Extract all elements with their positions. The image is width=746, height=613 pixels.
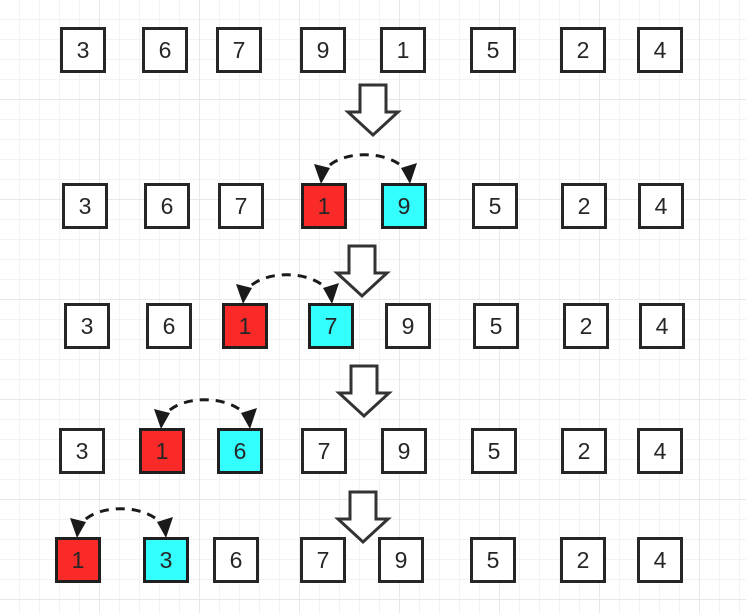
array-cell[interactable]: 4 bbox=[639, 303, 685, 349]
array-cell-active[interactable]: 1 bbox=[139, 428, 185, 474]
swap-arc-step-4 bbox=[154, 398, 257, 429]
array-cell[interactable]: 4 bbox=[638, 183, 684, 229]
swap-arc-step-2 bbox=[314, 153, 417, 184]
array-cell[interactable]: 3 bbox=[62, 183, 108, 229]
array-cell[interactable]: 4 bbox=[637, 428, 683, 474]
array-cell[interactable]: 1 bbox=[380, 27, 426, 73]
array-cell[interactable]: 5 bbox=[473, 303, 519, 349]
array-cell[interactable]: 6 bbox=[144, 183, 190, 229]
array-cell[interactable]: 5 bbox=[470, 537, 516, 583]
array-cell-active[interactable]: 1 bbox=[222, 303, 268, 349]
array-cell-active[interactable]: 1 bbox=[301, 183, 347, 229]
array-cell[interactable]: 7 bbox=[218, 183, 264, 229]
array-cell[interactable]: 2 bbox=[560, 27, 606, 73]
array-cell[interactable]: 9 bbox=[378, 537, 424, 583]
array-cell[interactable]: 4 bbox=[637, 27, 683, 73]
array-cell[interactable]: 4 bbox=[637, 537, 683, 583]
array-cell[interactable]: 3 bbox=[64, 303, 110, 349]
array-cell[interactable]: 6 bbox=[142, 27, 188, 73]
array-cell[interactable]: 7 bbox=[300, 537, 346, 583]
array-cell[interactable]: 6 bbox=[146, 303, 192, 349]
array-cell-shifted[interactable]: 9 bbox=[381, 183, 427, 229]
transition-arrow-2 bbox=[333, 244, 391, 299]
array-cell[interactable]: 5 bbox=[471, 428, 517, 474]
array-cell[interactable]: 2 bbox=[561, 183, 607, 229]
array-cell[interactable]: 5 bbox=[470, 27, 516, 73]
array-cell[interactable]: 7 bbox=[216, 27, 262, 73]
array-cell-shifted[interactable]: 7 bbox=[308, 303, 354, 349]
swap-arc-step-3 bbox=[236, 273, 339, 304]
array-cell[interactable]: 3 bbox=[59, 428, 105, 474]
array-cell-active[interactable]: 1 bbox=[55, 537, 101, 583]
array-cell[interactable]: 9 bbox=[385, 303, 431, 349]
swap-arc-step-5 bbox=[70, 507, 173, 538]
array-cell[interactable]: 2 bbox=[563, 303, 609, 349]
array-cell[interactable]: 2 bbox=[561, 428, 607, 474]
array-cell[interactable]: 6 bbox=[213, 537, 259, 583]
array-cell[interactable]: 9 bbox=[300, 27, 346, 73]
transition-arrow-4 bbox=[334, 490, 392, 545]
array-cell[interactable]: 9 bbox=[381, 428, 427, 474]
array-cell[interactable]: 5 bbox=[472, 183, 518, 229]
array-cell-shifted[interactable]: 6 bbox=[217, 428, 263, 474]
array-cell[interactable]: 3 bbox=[60, 27, 106, 73]
array-cell[interactable]: 2 bbox=[560, 537, 606, 583]
array-cell-shifted[interactable]: 3 bbox=[143, 537, 189, 583]
array-cell[interactable]: 7 bbox=[301, 428, 347, 474]
transition-arrow-3 bbox=[335, 364, 393, 419]
transition-arrow-1 bbox=[344, 83, 402, 138]
